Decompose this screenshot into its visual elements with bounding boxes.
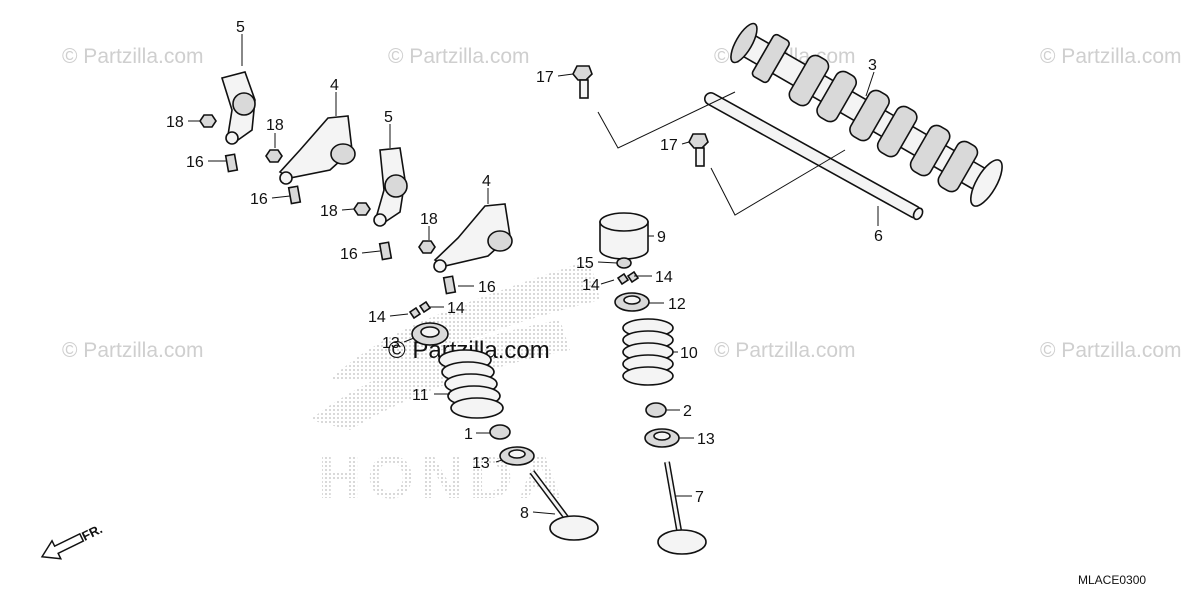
tappet-9[interactable] bbox=[599, 212, 649, 260]
watermark: © Partzilla.com bbox=[1040, 339, 1182, 362]
callout-14[interactable]: 14 bbox=[368, 309, 386, 326]
camshaft[interactable] bbox=[724, 16, 1008, 210]
callout-13[interactable]: 13 bbox=[697, 431, 715, 448]
callout-18[interactable]: 18 bbox=[320, 203, 338, 220]
rocker-arm-4-right[interactable] bbox=[433, 203, 513, 273]
callout-16[interactable]: 16 bbox=[186, 154, 204, 171]
screw-16-d[interactable] bbox=[442, 275, 457, 295]
arrow-left-icon bbox=[40, 532, 85, 560]
front-direction-indicator: FR. bbox=[40, 521, 105, 560]
nut-18-a[interactable] bbox=[199, 114, 217, 128]
rocker-arm-5-left[interactable] bbox=[220, 71, 256, 145]
callout-17[interactable]: 17 bbox=[536, 69, 554, 86]
callout-13[interactable]: 13 bbox=[382, 335, 400, 352]
nut-18-d[interactable] bbox=[418, 240, 436, 254]
callout-3[interactable]: 3 bbox=[868, 57, 877, 74]
shim-15[interactable] bbox=[616, 257, 632, 269]
valve-8[interactable] bbox=[529, 470, 599, 541]
callout-4[interactable]: 4 bbox=[330, 77, 339, 94]
screw-16-a[interactable] bbox=[224, 153, 239, 173]
callout-13[interactable]: 13 bbox=[472, 455, 490, 472]
callout-14[interactable]: 14 bbox=[582, 277, 600, 294]
bolt-17-lower[interactable] bbox=[688, 133, 709, 167]
valve-spring-11[interactable] bbox=[438, 349, 504, 419]
valve-cotters-14-left[interactable] bbox=[408, 300, 432, 320]
callout-4[interactable]: 4 bbox=[482, 173, 491, 190]
watermark: © Partzilla.com bbox=[388, 45, 530, 68]
callout-12[interactable]: 12 bbox=[668, 296, 686, 313]
watermark: © Partzilla.com bbox=[62, 339, 204, 362]
retainer-12[interactable] bbox=[614, 292, 650, 312]
screw-16-c[interactable] bbox=[378, 241, 393, 261]
callout-16[interactable]: 16 bbox=[478, 279, 496, 296]
callout-2[interactable]: 2 bbox=[683, 403, 692, 420]
diagram-code: MLACE0300 bbox=[1078, 573, 1146, 587]
spring-seat-13-right[interactable] bbox=[644, 428, 680, 448]
callout-7[interactable]: 7 bbox=[695, 489, 704, 506]
honda-wing-lower-icon bbox=[310, 320, 570, 430]
callout-5[interactable]: 5 bbox=[384, 109, 393, 126]
spring-seat-13-left[interactable] bbox=[499, 446, 535, 466]
callout-16[interactable]: 16 bbox=[250, 191, 268, 208]
callout-1[interactable]: 1 bbox=[464, 426, 473, 443]
bolt-lead-lines bbox=[597, 91, 846, 216]
nut-18-b[interactable] bbox=[265, 149, 283, 163]
callout-18[interactable]: 18 bbox=[420, 211, 438, 228]
callout-14[interactable]: 14 bbox=[655, 269, 673, 286]
callout-labels: 5 18 16 4 18 16 5 18 16 4 18 16 14 14 13… bbox=[166, 19, 883, 522]
retainer-13-left[interactable] bbox=[411, 322, 449, 346]
watermark: © Partzilla.com bbox=[1040, 45, 1182, 68]
callout-9[interactable]: 9 bbox=[657, 229, 666, 246]
callout-leaders bbox=[188, 34, 879, 515]
callout-14[interactable]: 14 bbox=[447, 300, 465, 317]
callout-11[interactable]: 11 bbox=[412, 387, 429, 404]
callout-18[interactable]: 18 bbox=[166, 114, 184, 131]
honda-wing-icon bbox=[330, 260, 600, 380]
nut-18-c[interactable] bbox=[353, 202, 371, 216]
rocker-shaft[interactable] bbox=[703, 91, 925, 221]
watermark: © Partzilla.com bbox=[62, 45, 204, 68]
valve-7[interactable] bbox=[657, 461, 707, 555]
stem-seal-1[interactable] bbox=[489, 424, 511, 440]
valve-cotters-14-right[interactable] bbox=[616, 270, 640, 286]
callout-16[interactable]: 16 bbox=[340, 246, 358, 263]
valve-spring-10[interactable] bbox=[622, 318, 674, 386]
rocker-arm-5-right[interactable] bbox=[373, 147, 408, 227]
watermark: © Partzilla.com bbox=[714, 339, 856, 362]
rocker-arm-4-left[interactable] bbox=[278, 115, 356, 185]
callout-17[interactable]: 17 bbox=[660, 137, 678, 154]
callout-6[interactable]: 6 bbox=[874, 228, 883, 245]
stem-seal-2[interactable] bbox=[645, 402, 667, 418]
callout-18[interactable]: 18 bbox=[266, 117, 284, 134]
callout-10[interactable]: 10 bbox=[680, 345, 698, 362]
screw-16-b[interactable] bbox=[287, 185, 302, 205]
watermarks: © Partzilla.com © Partzilla.com © Partzi… bbox=[62, 45, 1182, 364]
callout-5[interactable]: 5 bbox=[236, 19, 245, 36]
callout-15[interactable]: 15 bbox=[576, 255, 594, 272]
callout-8[interactable]: 8 bbox=[520, 505, 529, 522]
bolt-17-upper[interactable] bbox=[572, 65, 593, 99]
